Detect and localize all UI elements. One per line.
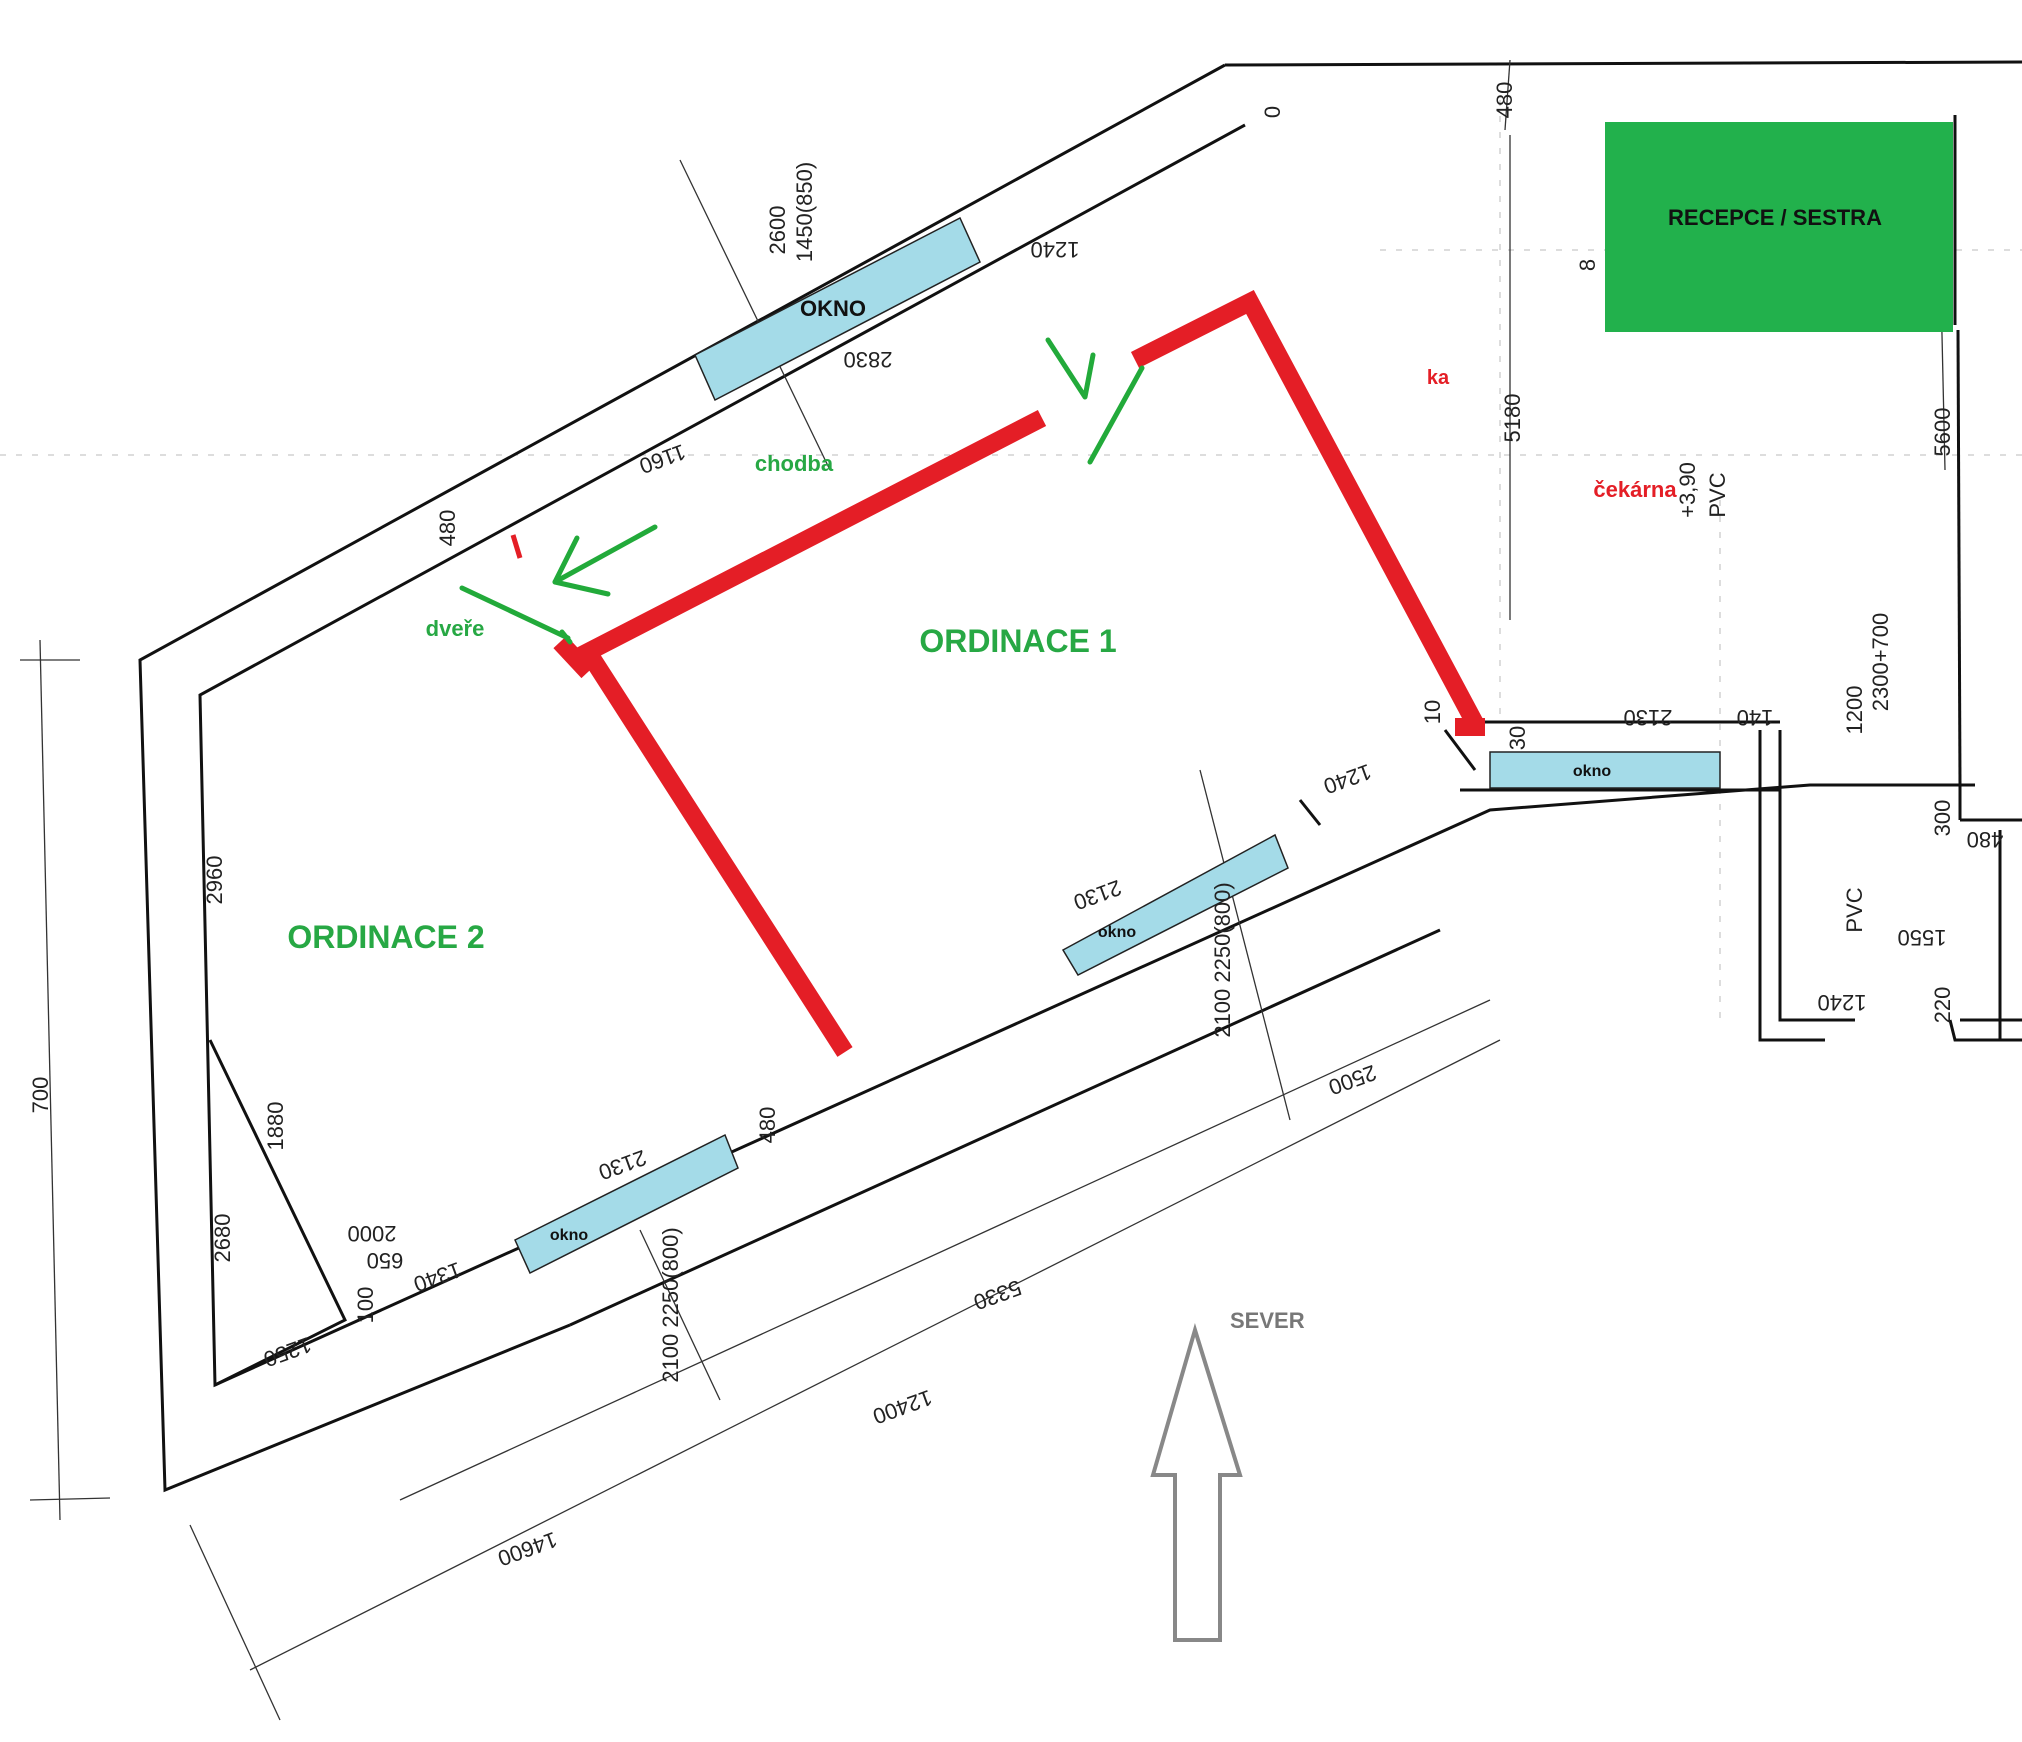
svg-text:RECEPCE / SESTRA: RECEPCE / SESTRA [1668, 205, 1882, 230]
svg-text:1200: 1200 [1842, 686, 1867, 735]
svg-text:2100 2250(800): 2100 2250(800) [658, 1227, 683, 1382]
reception-area: RECEPCE / SESTRA [1605, 122, 1953, 332]
svg-text:700: 700 [28, 1077, 53, 1114]
svg-text:8: 8 [1575, 259, 1600, 271]
window-bottom-mid: okno [1061, 833, 1289, 976]
svg-text:14600: 14600 [495, 1527, 561, 1571]
doors-and-arrows [459, 337, 1145, 645]
svg-text:+3,90: +3,90 [1675, 462, 1700, 518]
svg-text:2300+700: 2300+700 [1868, 613, 1893, 712]
door-label: dveře [426, 616, 485, 641]
svg-text:2960: 2960 [202, 856, 227, 905]
room-label-cekarna: čekárna [1593, 477, 1677, 502]
svg-text:SEVER: SEVER [1230, 1308, 1305, 1333]
svg-text:480: 480 [1492, 82, 1517, 119]
svg-text:1240: 1240 [1031, 237, 1080, 262]
existing-walls [138, 60, 2022, 1493]
svg-text:1240: 1240 [1818, 990, 1867, 1015]
svg-text:1880: 1880 [263, 1102, 288, 1151]
svg-text:2000: 2000 [348, 1221, 397, 1246]
svg-text:1160: 1160 [636, 439, 689, 479]
svg-text:480: 480 [1967, 827, 2004, 852]
svg-text:650: 650 [367, 1248, 404, 1273]
svg-text:30: 30 [1505, 726, 1530, 750]
svg-text:2600: 2600 [765, 206, 790, 255]
svg-text:okno: okno [550, 1227, 588, 1244]
svg-text:10: 10 [1420, 700, 1445, 724]
svg-text:2130: 2130 [1624, 705, 1673, 730]
svg-text:1450(850): 1450(850) [792, 162, 817, 262]
svg-text:2130: 2130 [1070, 875, 1125, 915]
svg-text:2680: 2680 [210, 1214, 235, 1263]
window-right: okno [1489, 751, 1721, 789]
svg-text:480: 480 [755, 1107, 780, 1144]
svg-text:1340: 1340 [410, 1257, 465, 1297]
window-bottom-left: okno [514, 1133, 739, 1275]
svg-text:12400: 12400 [870, 1385, 936, 1429]
window-top: OKNO [694, 216, 981, 402]
svg-text:2500: 2500 [1325, 1060, 1380, 1100]
svg-text:PVC: PVC [1842, 887, 1867, 932]
svg-text:1240: 1240 [1320, 759, 1375, 799]
north-arrow-icon: SEVER [1150, 1308, 1305, 1642]
svg-text:100: 100 [353, 1287, 378, 1324]
room-label-fragment: ka [1427, 367, 1450, 389]
svg-text:okno: okno [1098, 924, 1136, 941]
svg-text:1250: 1250 [260, 1332, 315, 1372]
svg-text:1550: 1550 [1898, 925, 1947, 950]
svg-text:okno: okno [1573, 763, 1611, 780]
dimension-lines [20, 59, 1946, 1721]
svg-text:300: 300 [1930, 800, 1955, 837]
svg-text:0: 0 [1260, 106, 1285, 118]
svg-text:PVC: PVC [1705, 472, 1730, 517]
room-label-ordinace-1: ORDINACE 1 [919, 623, 1116, 659]
svg-text:140: 140 [1737, 705, 1774, 730]
svg-text:220: 220 [1930, 987, 1955, 1024]
new-walls [510, 290, 1485, 1057]
svg-text:OKNO: OKNO [800, 296, 866, 321]
svg-text:5180: 5180 [1500, 394, 1525, 443]
svg-text:480: 480 [435, 510, 460, 547]
room-label-chodba: chodba [755, 451, 834, 476]
room-label-ordinace-2: ORDINACE 2 [287, 919, 484, 955]
svg-text:5600: 5600 [1930, 408, 1955, 457]
svg-text:2100 2250(800): 2100 2250(800) [1210, 882, 1235, 1037]
svg-text:5330: 5330 [970, 1275, 1025, 1315]
svg-text:2830: 2830 [844, 347, 893, 372]
